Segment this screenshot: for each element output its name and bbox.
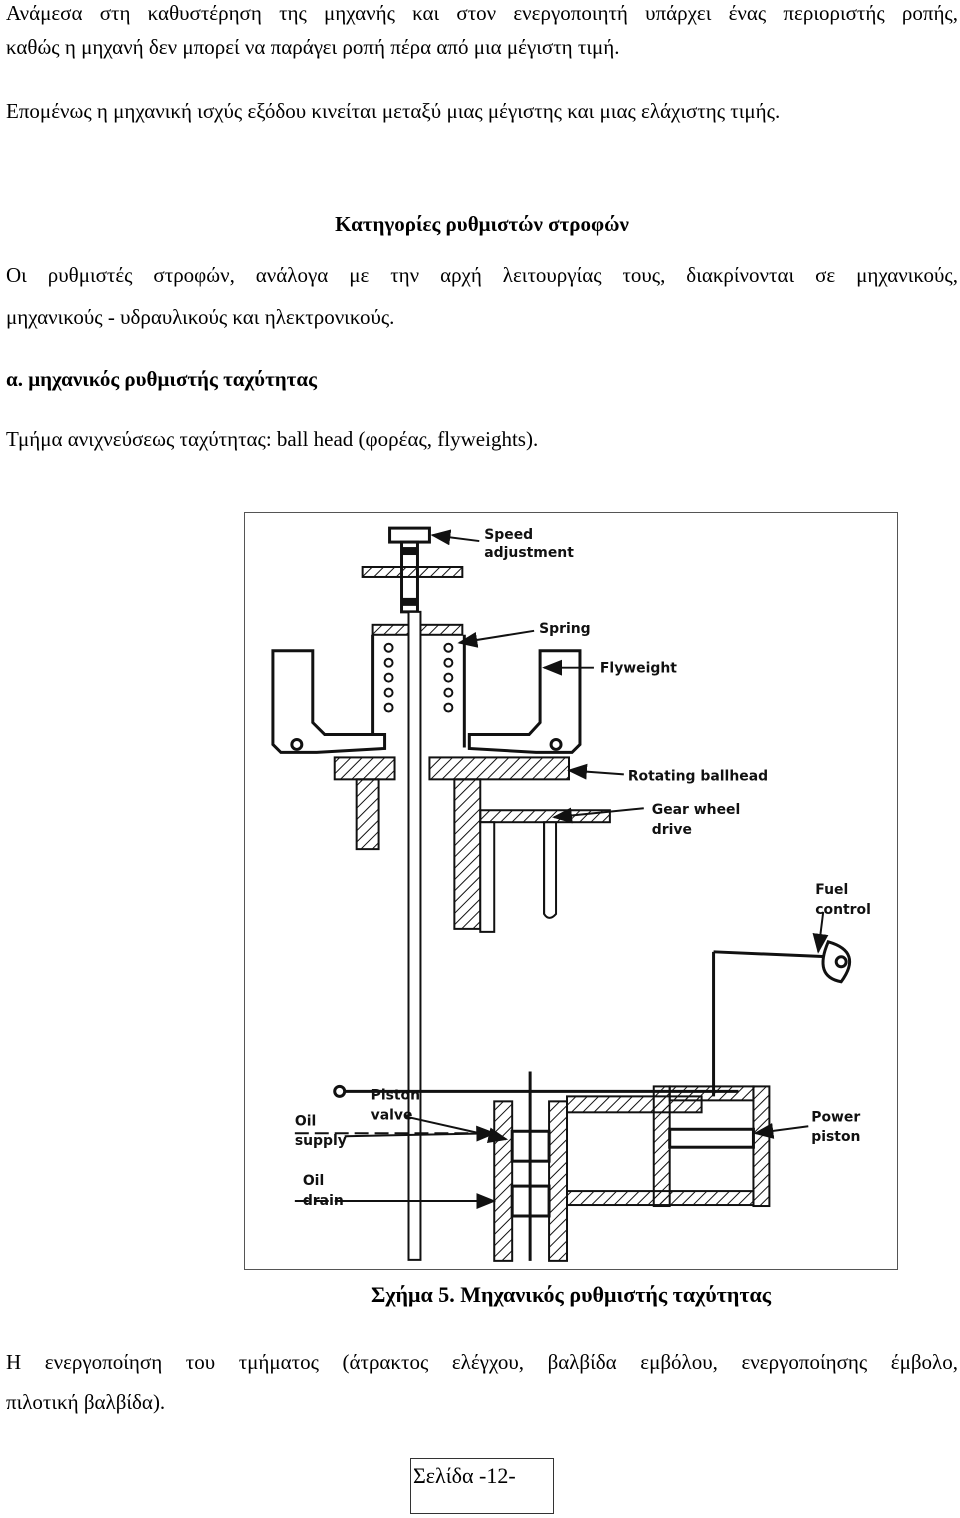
paragraph-2: Επομένως η μηχανική ισχύς εξόδου κινείτα… [6,99,781,123]
label-gear-wheel: Gear wheel [652,802,741,818]
page-number: Σελίδα -12- [410,1458,554,1514]
label-leaders [344,529,829,1210]
label-flyweight: Flyweight [600,661,677,677]
label-adjustment: adjustment [484,545,574,561]
paragraph-4: Τμήμα ανιχνεύσεως ταχύτητας: ball head (… [6,427,539,451]
section-heading: Κατηγορίες ρυθμιστών στροφών [335,212,629,236]
paragraph-1-line-2: καθώς η μηχανή δεν μπορεί να παράγει ροπ… [6,35,620,59]
flyweights [271,649,582,754]
paragraph-1-line-1: Ανάμεσα στη καθυστέρηση της μηχανής και … [6,1,958,25]
label-drive: drive [652,822,692,838]
label-oil-supply-1: Oil [295,1113,316,1129]
label-oil-drain-1: Oil [303,1173,324,1189]
label-rotating-ballhead: Rotating ballhead [628,768,768,784]
label-piston: Piston [371,1087,420,1103]
label-spring: Spring [539,621,591,637]
label-fuel: Fuel [815,882,848,898]
spring [371,634,466,748]
rotating-ballhead [333,756,571,930]
figure-caption: Σχήμα 5. Μηχανικός ρυθμιστής ταχύτητας [370,1282,772,1307]
label-piston-power: piston [811,1129,860,1145]
gear-wheel-drive [479,809,611,933]
subsection-heading: α. μηχανικός ρυθμιστής ταχύτητας [6,367,317,391]
label-oil-drain-2: drain [303,1193,344,1209]
paragraph-5-line-2: πιλοτική βαλβίδα). [6,1390,166,1414]
label-oil-supply-2: supply [295,1133,347,1149]
piston-valve-assembly [294,1071,771,1262]
governor-diagram: Speed adjustment Spring Flyweight Rotati… [244,512,898,1270]
paragraph-3-line-1: Οι ρυθμιστές στροφών, ανάλογα με την αρχ… [6,263,958,287]
label-power: Power [811,1109,860,1125]
central-shaft [407,610,422,1261]
label-control: control [815,902,871,918]
label-valve: valve [371,1107,413,1123]
paragraph-5-line-1: Η ενεργοποίηση του τμήματος (άτρακτος ελ… [6,1350,958,1374]
label-speed: Speed [484,527,533,543]
paragraph-3-line-2: μηχανικούς - υδραυλικούς και ηλεκτρονικο… [6,305,395,329]
